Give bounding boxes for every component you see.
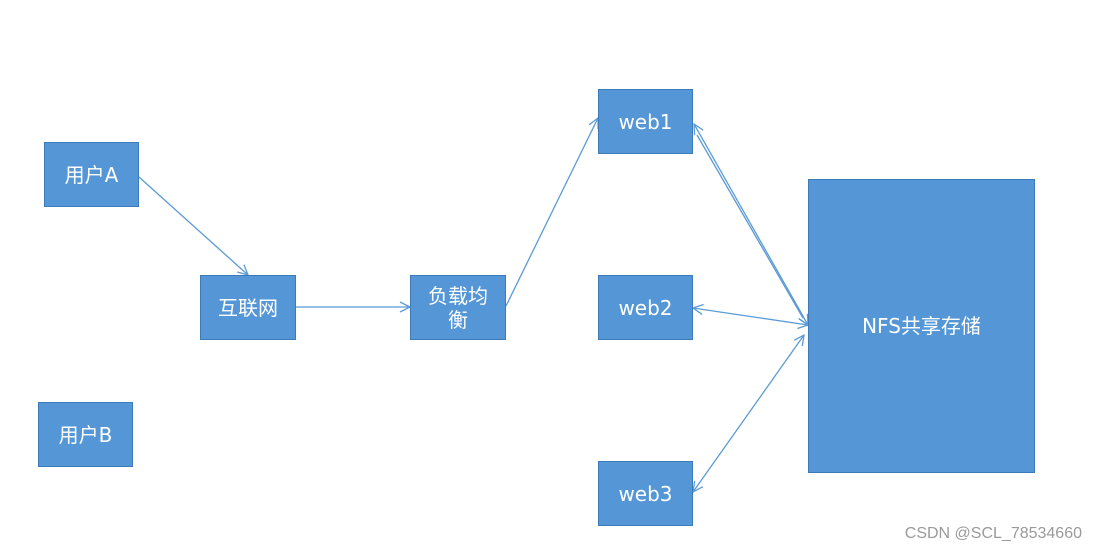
node-user-b: 用户B: [38, 402, 133, 467]
node-internet-label: 互联网: [218, 295, 278, 320]
watermark: CSDN @SCL_78534660: [904, 525, 1082, 542]
node-nfs-storage: NFS共享存储: [808, 179, 1035, 473]
node-internet: 互联网: [200, 275, 296, 340]
node-web2: web2: [598, 275, 693, 340]
node-web1: web1: [598, 89, 693, 154]
edge-user-a-to-internet: [138, 176, 248, 275]
node-web3: web3: [598, 461, 693, 526]
node-user-a-label: 用户A: [64, 162, 119, 187]
edge-web1-nfs-a: [694, 124, 808, 325]
edge-load-balancer-to-web1: [505, 118, 598, 307]
node-nfs-storage-label: NFS共享存储: [862, 314, 981, 338]
node-load-balancer: 负载均衡: [410, 275, 506, 340]
node-load-balancer-label: 负载均衡: [428, 283, 488, 332]
edge-web1-nfs-b: [696, 134, 804, 319]
node-web1-label: web1: [618, 109, 673, 134]
node-user-a: 用户A: [44, 142, 139, 207]
edge-web3-nfs: [693, 335, 804, 492]
edge-web2-nfs: [693, 308, 808, 325]
node-web2-label: web2: [618, 295, 673, 320]
node-web3-label: web3: [618, 481, 673, 506]
node-user-b-label: 用户B: [58, 422, 113, 447]
